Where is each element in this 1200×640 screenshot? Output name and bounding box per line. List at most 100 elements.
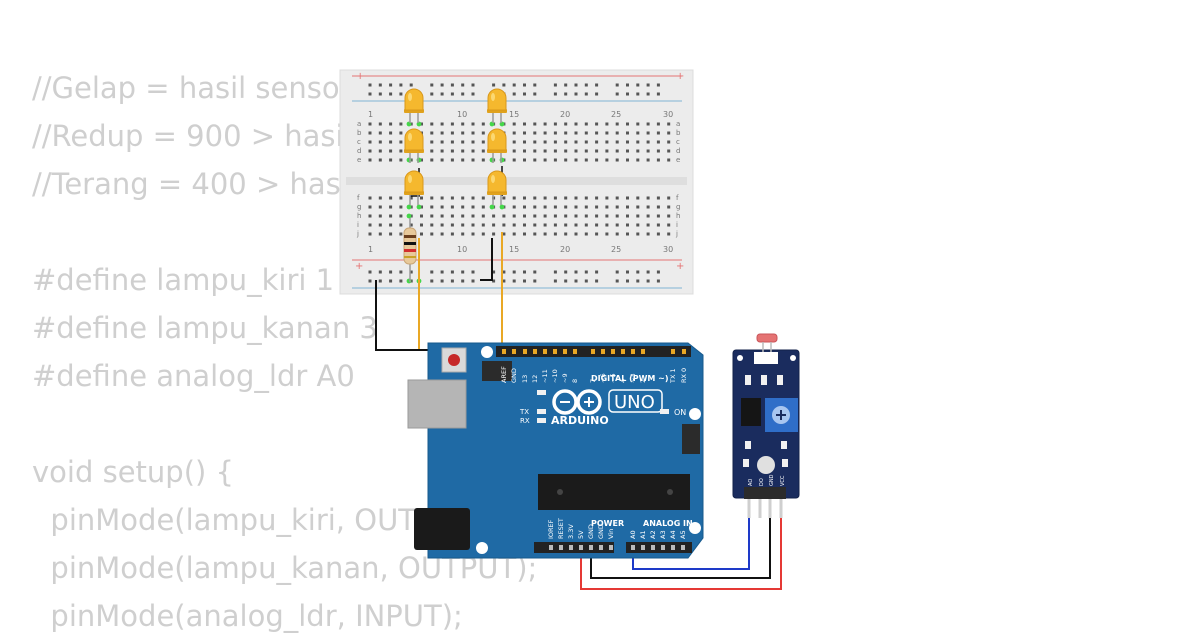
- breadboard-hole[interactable]: [523, 83, 526, 87]
- breadboard-hole[interactable]: [564, 232, 568, 236]
- breadboard-hole[interactable]: [646, 223, 650, 227]
- breadboard-hole[interactable]: [368, 140, 372, 144]
- breadboard-hole[interactable]: [646, 232, 650, 236]
- breadboard-hole[interactable]: [667, 122, 671, 126]
- header-pin[interactable]: [533, 349, 537, 354]
- breadboard-hole[interactable]: [595, 122, 599, 126]
- breadboard-hole[interactable]: [440, 140, 444, 144]
- header-pin[interactable]: [563, 349, 567, 354]
- breadboard-hole[interactable]: [553, 158, 557, 162]
- breadboard-hole[interactable]: [667, 223, 671, 227]
- breadboard-hole[interactable]: [646, 149, 650, 153]
- header-pin[interactable]: [579, 545, 583, 550]
- breadboard-hole[interactable]: [481, 149, 485, 153]
- breadboard-hole[interactable]: [564, 92, 568, 96]
- breadboard-hole[interactable]: [389, 279, 393, 283]
- breadboard-hole[interactable]: [440, 83, 444, 87]
- breadboard-hole[interactable]: [512, 270, 516, 274]
- breadboard-hole[interactable]: [626, 92, 629, 96]
- breadboard-hole[interactable]: [420, 122, 423, 126]
- breadboard-hole[interactable]: [656, 270, 660, 274]
- breadboard-hole[interactable]: [574, 232, 578, 236]
- breadboard-hole[interactable]: [523, 122, 526, 126]
- breadboard-hole[interactable]: [564, 131, 568, 135]
- breadboard-hole[interactable]: [430, 122, 434, 126]
- breadboard-hole[interactable]: [595, 223, 599, 227]
- breadboard-hole[interactable]: [492, 232, 496, 236]
- breadboard-hole[interactable]: [636, 131, 640, 135]
- breadboard-hole[interactable]: [430, 83, 434, 87]
- breadboard-hole[interactable]: [553, 92, 557, 96]
- header-pin[interactable]: [631, 545, 635, 550]
- breadboard-hole[interactable]: [399, 205, 403, 209]
- breadboard-hole[interactable]: [481, 223, 485, 227]
- breadboard-hole[interactable]: [523, 270, 526, 274]
- breadboard-hole[interactable]: [543, 122, 547, 126]
- breadboard-hole[interactable]: [461, 92, 465, 96]
- breadboard-hole[interactable]: [461, 122, 465, 126]
- header-pin[interactable]: [559, 545, 563, 550]
- breadboard-hole[interactable]: [636, 223, 640, 227]
- breadboard-hole[interactable]: [502, 279, 506, 283]
- header-pin[interactable]: [651, 545, 655, 550]
- header-pin[interactable]: [641, 349, 645, 354]
- breadboard-hole[interactable]: [430, 196, 434, 200]
- breadboard-hole[interactable]: [492, 270, 496, 274]
- breadboard-hole[interactable]: [656, 140, 660, 144]
- breadboard-hole[interactable]: [646, 158, 650, 162]
- breadboard-hole[interactable]: [399, 140, 403, 144]
- breadboard-hole[interactable]: [368, 158, 372, 162]
- breadboard-hole[interactable]: [667, 196, 671, 200]
- breadboard-hole[interactable]: [615, 232, 619, 236]
- breadboard-hole[interactable]: [667, 232, 671, 236]
- breadboard-hole[interactable]: [646, 196, 650, 200]
- breadboard-hole[interactable]: [450, 279, 454, 283]
- breadboard-hole[interactable]: [492, 83, 496, 87]
- breadboard-hole[interactable]: [481, 214, 485, 218]
- breadboard-hole[interactable]: [461, 83, 465, 87]
- breadboard-hole[interactable]: [389, 149, 393, 153]
- breadboard-hole[interactable]: [533, 122, 537, 126]
- breadboard-hole[interactable]: [615, 223, 619, 227]
- breadboard-hole[interactable]: [368, 223, 372, 227]
- breadboard-hole[interactable]: [667, 140, 671, 144]
- breadboard-hole[interactable]: [512, 131, 516, 135]
- reset-button-cap[interactable]: [448, 354, 460, 366]
- breadboard-hole[interactable]: [605, 158, 609, 162]
- breadboard-hole[interactable]: [636, 122, 640, 126]
- breadboard-hole[interactable]: [533, 232, 537, 236]
- breadboard-hole[interactable]: [636, 279, 640, 283]
- header-pin[interactable]: [621, 349, 625, 354]
- breadboard-hole[interactable]: [430, 205, 434, 209]
- breadboard-hole[interactable]: [656, 214, 660, 218]
- breadboard-hole[interactable]: [574, 92, 578, 96]
- breadboard-hole[interactable]: [389, 232, 393, 236]
- breadboard-hole[interactable]: [605, 122, 609, 126]
- breadboard-hole[interactable]: [574, 122, 578, 126]
- breadboard-hole[interactable]: [389, 270, 393, 274]
- breadboard-hole[interactable]: [636, 149, 640, 153]
- breadboard-hole[interactable]: [461, 270, 465, 274]
- breadboard-hole[interactable]: [471, 196, 475, 200]
- breadboard-hole[interactable]: [553, 122, 557, 126]
- breadboard-hole[interactable]: [636, 232, 640, 236]
- breadboard-hole[interactable]: [615, 83, 619, 87]
- breadboard-hole[interactable]: [378, 158, 382, 162]
- breadboard-hole[interactable]: [378, 122, 382, 126]
- breadboard[interactable]: + + + + 1 10 15 20 25 30 1 10 15 20 25 3…: [339, 69, 694, 295]
- breadboard-hole[interactable]: [430, 92, 434, 96]
- breadboard-hole[interactable]: [636, 205, 640, 209]
- breadboard-hole[interactable]: [389, 140, 393, 144]
- breadboard-hole[interactable]: [523, 205, 526, 209]
- breadboard-hole[interactable]: [461, 149, 465, 153]
- breadboard-hole[interactable]: [533, 270, 537, 274]
- breadboard-hole[interactable]: [574, 196, 578, 200]
- breadboard-hole[interactable]: [512, 83, 516, 87]
- breadboard-hole[interactable]: [481, 232, 485, 236]
- breadboard-hole[interactable]: [368, 270, 372, 274]
- breadboard-hole[interactable]: [626, 232, 629, 236]
- breadboard-hole[interactable]: [368, 149, 372, 153]
- breadboard-hole[interactable]: [461, 158, 465, 162]
- breadboard-hole[interactable]: [378, 279, 382, 283]
- breadboard-hole[interactable]: [440, 92, 444, 96]
